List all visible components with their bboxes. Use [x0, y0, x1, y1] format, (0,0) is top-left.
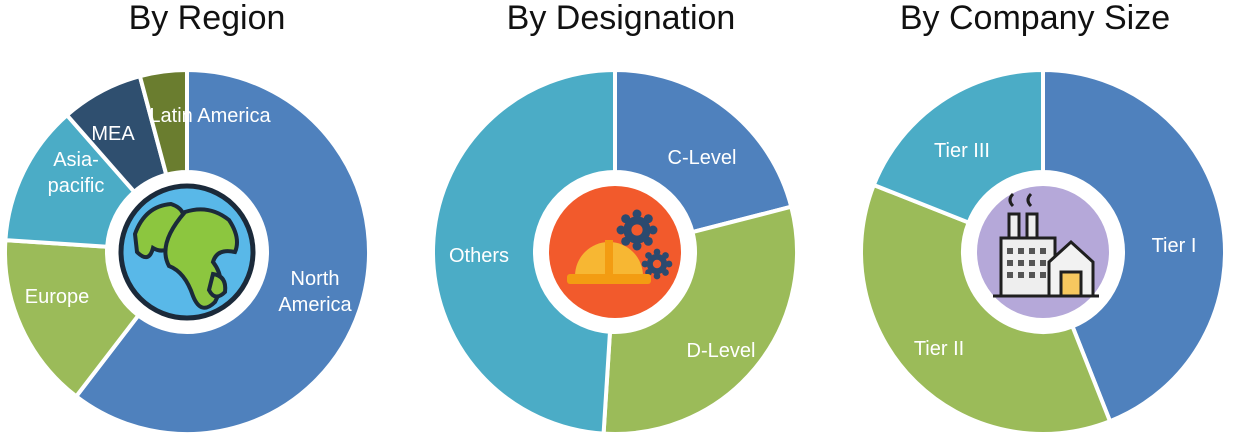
- company-size-donut-chart: Tier I Tier II Tier III: [859, 67, 1227, 436]
- slice-label-tier-iii: Tier III: [934, 140, 990, 162]
- slice-label-others: Others: [449, 245, 509, 267]
- factory-icon: [967, 176, 1119, 328]
- slice-label-mea: MEA: [91, 123, 135, 145]
- slice-label-europe: Europe: [25, 286, 90, 308]
- slice-label-tier-ii: Tier II: [914, 338, 964, 360]
- company-size-chart-panel: Tier I Tier II Tier III By Company Size: [828, 0, 1242, 440]
- company-size-chart-title: By Company Size: [899, 0, 1171, 37]
- slices: [431, 67, 799, 436]
- slice-label-latin-america: Latin America: [149, 105, 271, 127]
- slice-label-asia-pacific: Asia-pacific: [48, 149, 105, 197]
- slice-label-c-level: C-Level: [668, 147, 737, 169]
- designation-chart-title: By Designation: [506, 0, 736, 37]
- slice-label-tier-i: Tier I: [1152, 235, 1197, 257]
- slice-label-d-level: D-Level: [687, 340, 756, 362]
- region-chart-title: By Region: [128, 0, 286, 37]
- globe-icon: [111, 176, 263, 328]
- hardhat-gears-icon: [539, 176, 691, 328]
